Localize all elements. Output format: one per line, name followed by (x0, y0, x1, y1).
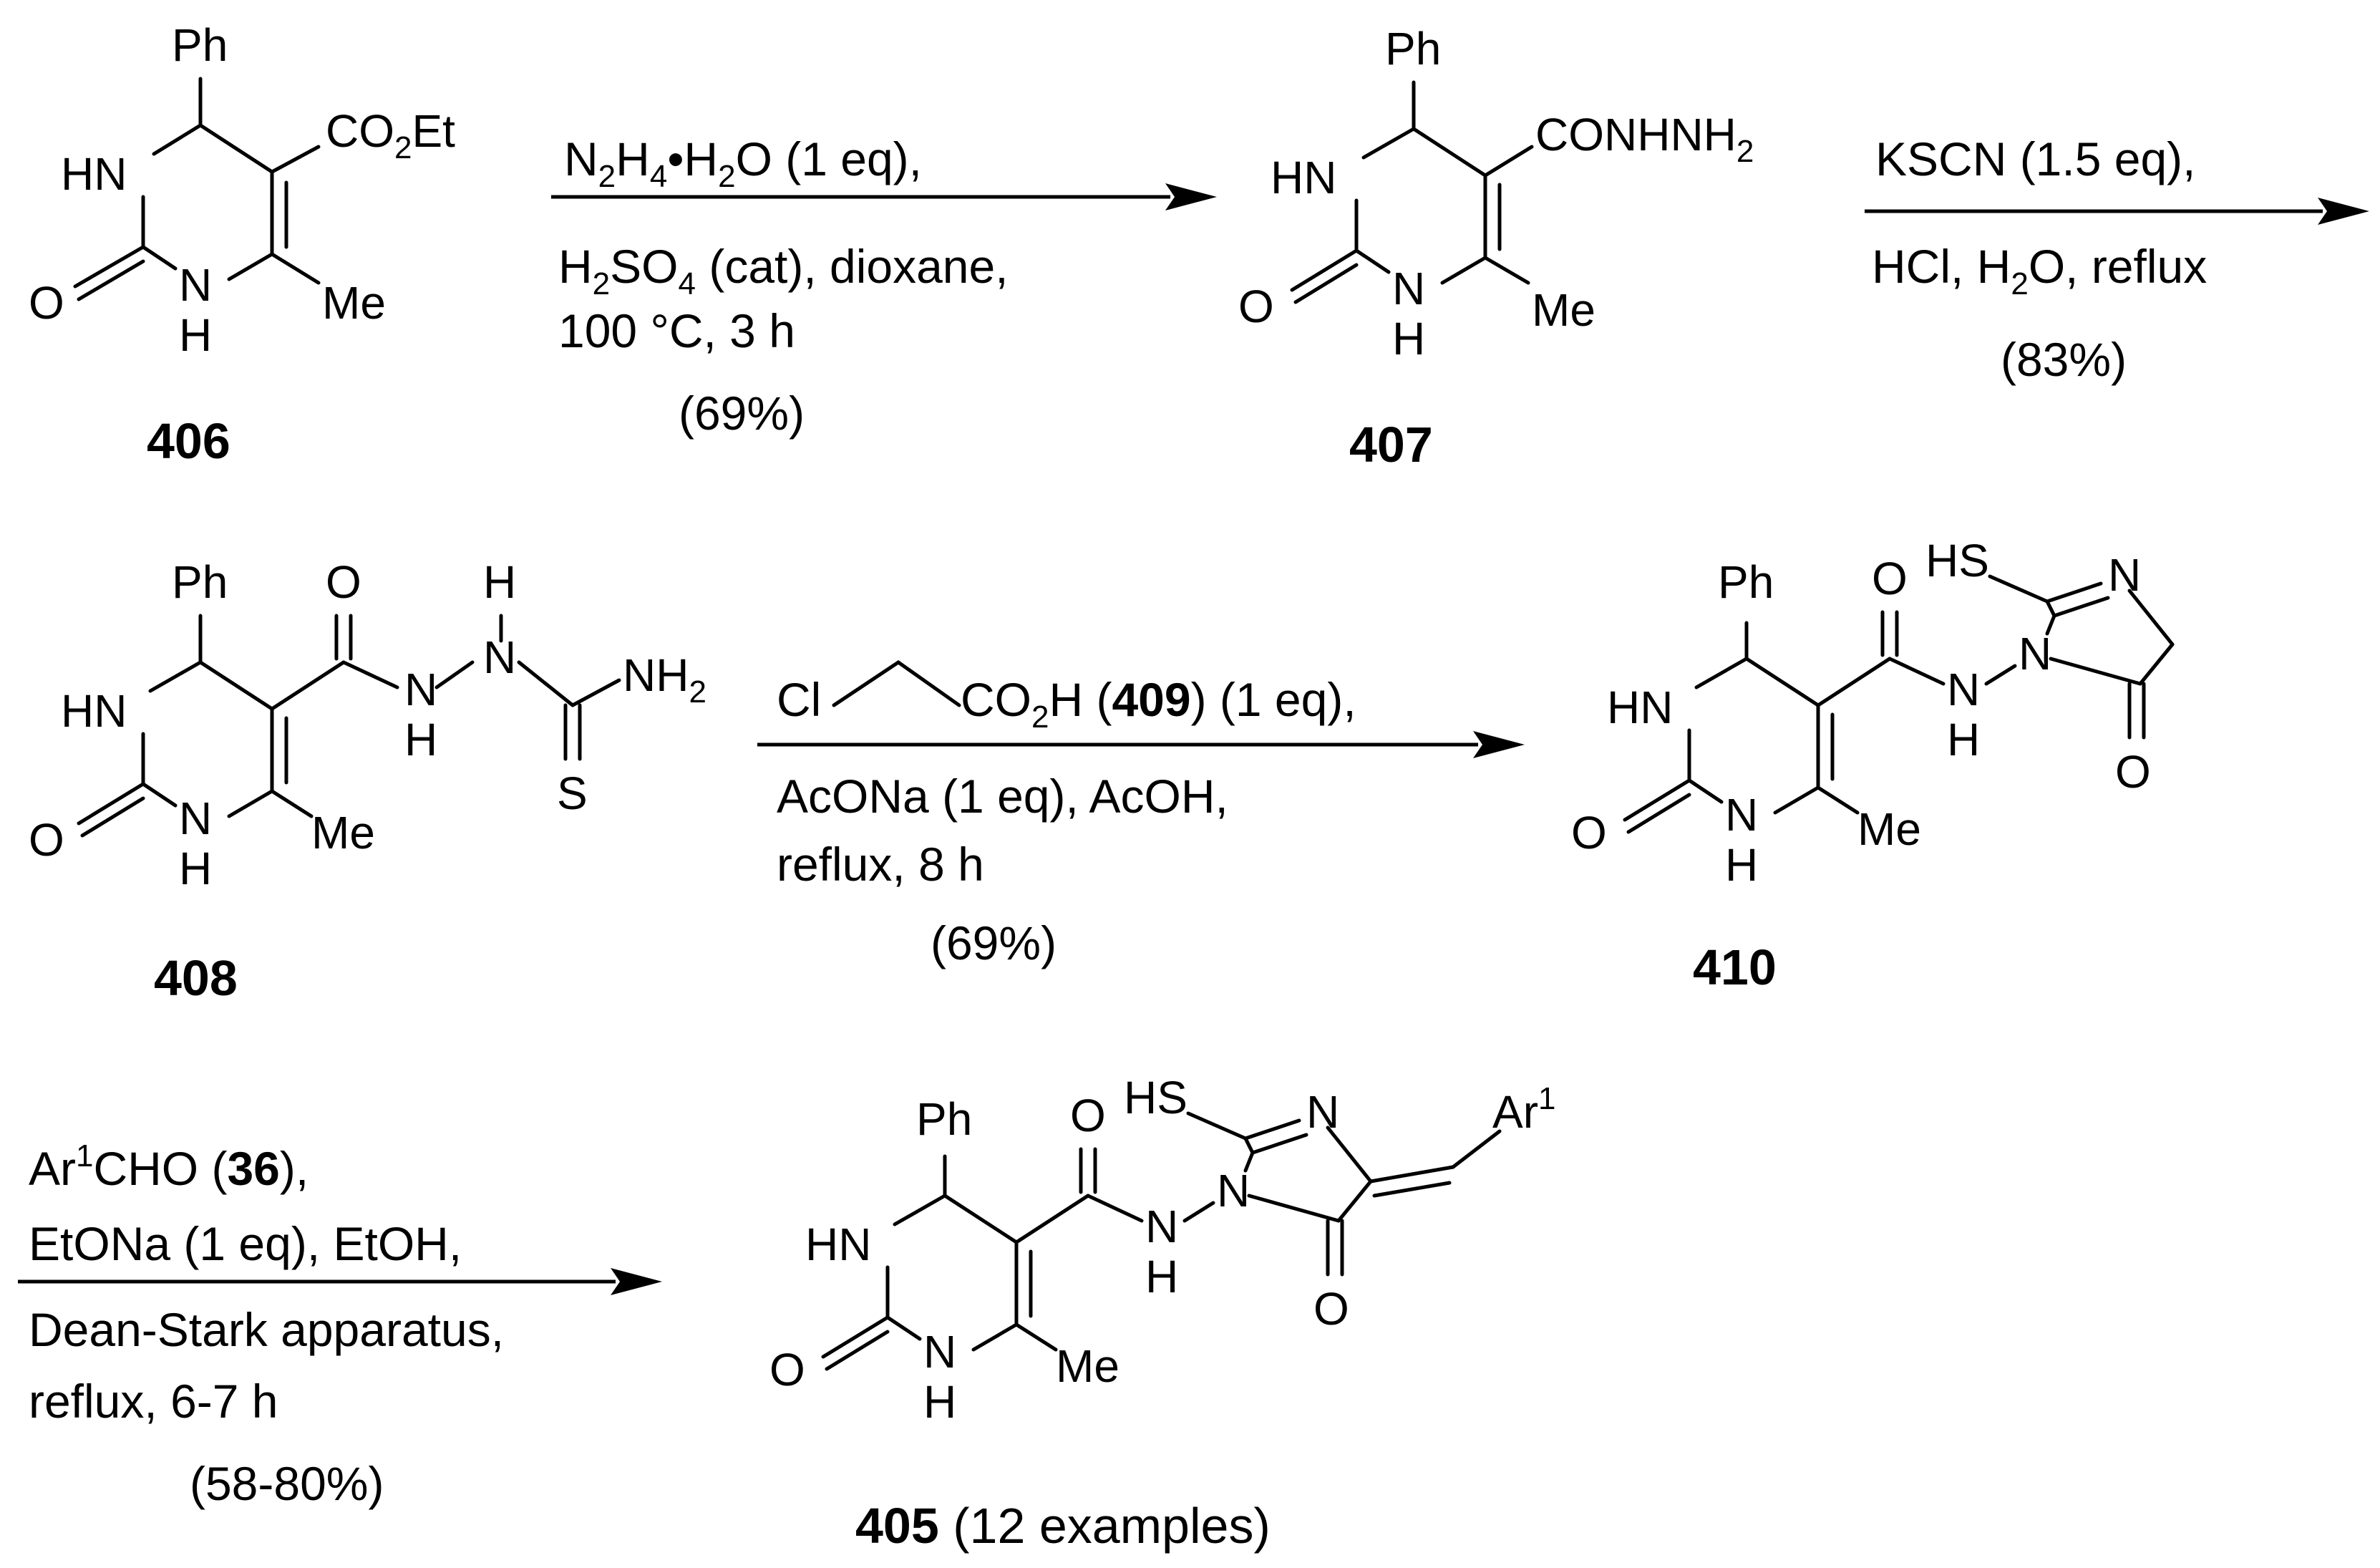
compound-406-bonds (73, 77, 321, 301)
step1-condition-2: 100 °C, 3 h (558, 304, 795, 357)
h-label: H (1392, 313, 1425, 364)
compound-406: Ph CO2Et HN N H O Me 406 (29, 19, 455, 469)
methyl-label: Me (311, 807, 375, 858)
methyl-label: Me (1056, 1340, 1119, 1392)
compound-id-407: 407 (1349, 417, 1433, 473)
carbonyl-o-label: O (1872, 553, 1908, 604)
nh-label: HN (1607, 682, 1673, 733)
compound-id-408: 408 (154, 950, 238, 1006)
carbonyl-o-label: O (29, 277, 64, 329)
arrow-step1 (551, 183, 1217, 210)
phenyl-label: Ph (172, 556, 228, 608)
arrow-step4 (18, 1268, 662, 1295)
step2-yield: (83%) (2001, 333, 2127, 386)
imidazolone-n3-label: N (1306, 1086, 1339, 1138)
thiol-label: HS (1124, 1072, 1187, 1123)
nh-label: HN (805, 1219, 871, 1270)
compound-id-405: 405 (12 examples) (855, 1498, 1271, 1554)
step4-condition-2: Dean-Stark apparatus, (29, 1303, 504, 1356)
ester-label: CO2Et (326, 105, 455, 165)
step1-reagent: N2H4•H2O (1 eq), (564, 132, 922, 194)
hydrazide-h-label: H (404, 714, 437, 765)
methyl-label: Me (1857, 803, 1921, 855)
phenyl-label: Ph (916, 1093, 972, 1145)
n-label: N (1725, 789, 1758, 841)
compound-408-bonds (77, 614, 621, 838)
compound-405-bonds (821, 1111, 1502, 1371)
aryl-label: Ar1 (1492, 1081, 1555, 1138)
ring-carbonyl-o-label: O (29, 814, 64, 866)
carbonyl-o-label: O (1238, 281, 1274, 332)
arrow-step2 (1865, 198, 2369, 225)
carbonyl-o-label: O (326, 556, 361, 608)
n-label: N (179, 259, 212, 311)
amide-h-label: H (1947, 714, 1980, 765)
imidazolone-n1-label: N (1217, 1165, 1250, 1216)
phenyl-label: Ph (172, 19, 228, 71)
step3-condition-2: reflux, 8 h (777, 838, 984, 891)
step2-conditions: KSCN (1.5 eq), HCl, H2O, reflux (83%) (1872, 132, 2207, 386)
phenyl-label: Ph (1718, 556, 1774, 608)
compound-id-410: 410 (1693, 939, 1777, 995)
h-label: H (923, 1376, 956, 1428)
h-label: H (179, 843, 212, 894)
imidazolone-n3-label: N (2108, 549, 2141, 601)
hydrazide-h2-label: H (483, 556, 516, 608)
carbonyl-o-label: O (1070, 1090, 1106, 1141)
reaction-arrows (18, 183, 2369, 1295)
step1-yield: (69%) (679, 387, 805, 440)
hydrazide-n2-label: N (483, 631, 516, 683)
amine-label: NH2 (623, 649, 706, 710)
amide-h-label: H (1145, 1251, 1178, 1302)
compound-405: Ph O HN N H O Me N H N N HS O Ar1 405 (1… (769, 1072, 1555, 1554)
step2-condition-1: HCl, H2O, reflux (1872, 240, 2207, 301)
n-label: N (1392, 263, 1425, 314)
compound-410-bonds (1623, 574, 2175, 834)
step3-yield: (69%) (931, 916, 1057, 969)
step4-conditions: Ar1CHO (36), EtONa (1 eq), EtOH, Dean-St… (29, 1138, 504, 1510)
hydrazide-n-label: N (404, 664, 437, 715)
hydrazide-label: CONHNH2 (1535, 109, 1754, 169)
step2-reagent: KSCN (1.5 eq), (1875, 132, 2196, 185)
n-label: N (923, 1326, 956, 1378)
imidazolone-n1-label: N (2019, 628, 2051, 679)
h-label: H (1725, 839, 1758, 891)
h-label: H (179, 309, 212, 361)
n-label: N (179, 793, 212, 844)
compound-408: Ph O HN N H O Me N H N H NH2 S 408 (29, 556, 706, 1006)
step1-conditions: N2H4•H2O (1 eq), H2SO4 (cat), dioxane, 1… (558, 132, 1009, 440)
amide-n-label: N (1145, 1201, 1178, 1252)
nh-label: HN (1271, 152, 1336, 203)
compound-407-bonds (1290, 80, 1534, 304)
compound-410: Ph O HN N H O Me N H N N HS O 410 (1571, 535, 2175, 995)
arrow-step3 (757, 731, 1525, 758)
imidazolone-o-label: O (2115, 746, 2151, 798)
ring-carbonyl-o-label: O (1571, 807, 1607, 858)
thiol-label: HS (1925, 535, 1989, 586)
amide-n-label: N (1947, 664, 1980, 715)
step4-condition-1: EtONa (1 eq), EtOH, (29, 1217, 462, 1270)
nh-label: HN (61, 685, 127, 737)
compound-id-406: 406 (147, 413, 230, 469)
thione-s-label: S (557, 768, 588, 819)
step4-reagent: Ar1CHO (36), (29, 1138, 309, 1195)
nh-label: HN (61, 148, 127, 200)
step3-condition-1: AcONa (1 eq), AcOH, (777, 770, 1228, 823)
step4-condition-3: reflux, 6-7 h (29, 1375, 278, 1428)
ring-carbonyl-o-label: O (769, 1344, 805, 1395)
step4-yield: (58-80%) (190, 1457, 384, 1510)
compound-407: Ph CONHNH2 HN N H O Me 407 (1238, 23, 1754, 473)
step1-condition-1: H2SO4 (cat), dioxane, (558, 240, 1009, 301)
methyl-label: Me (1532, 284, 1595, 336)
phenyl-label: Ph (1385, 23, 1441, 74)
chloroacetic-acid-structure (832, 659, 961, 707)
methyl-label: Me (322, 277, 386, 329)
imidazolone-o-label: O (1313, 1283, 1349, 1335)
